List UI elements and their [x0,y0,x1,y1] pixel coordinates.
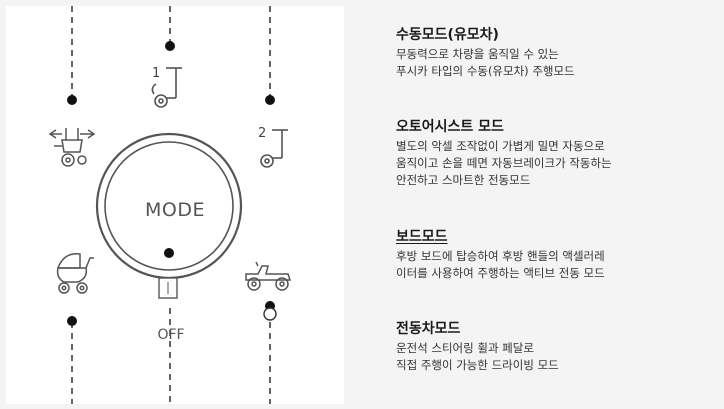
mode-title: 보드모드 [396,229,448,245]
mode-title: 수동모드(유모차) [396,27,499,43]
stroller-icon [56,253,94,294]
dashed-guide-lines [71,6,271,404]
auto-assist-icon [48,128,96,167]
open-circle-marker [263,307,277,321]
mode-desc-line: 이터를 사용하여 주행하는 액티브 전동 모드 [396,266,605,280]
ride-on-car-icon [245,261,292,291]
mode-desc-line: 무동력으로 차량을 움직일 수 있는 [396,47,559,61]
mode-label: MODE [145,199,205,221]
mode-desc-line: 운전석 스티어링 휠과 페달로 [396,341,534,355]
mode-dial-panel: 1 2 MODE OFF [6,6,344,404]
speed-2-label: 2 [258,126,267,141]
dot-auto-assist [67,95,77,105]
position-dots [67,41,275,326]
dot-stroller [67,316,77,326]
dot-speed-2 [265,95,275,105]
mode-desc-line: 별도의 악셀 조작없이 가볍게 밀면 자동으로 [396,139,605,153]
off-label: OFF [157,327,185,343]
mode-dial[interactable] [95,132,243,299]
mode-desc-line: 후방 보드에 탑승하여 후방 핸들의 액셀러레 [396,249,605,263]
mode-desc-line: 푸시카 타입의 수동(유모차) 주행모드 [396,64,575,78]
speed-1-label: 1 [152,66,161,81]
dot-speed-1 [165,41,175,51]
dial-pointer-dot [164,248,174,258]
mode-dial-diagram [48,6,292,404]
scooter-speed-1-icon [151,67,182,108]
mode-desc-line: 움직이고 손을 떼면 자동브레이크가 작동하는 [396,156,612,170]
scooter-speed-2-icon [260,129,288,168]
mode-desc-line: 안전하고 스마트한 전동모드 [396,173,531,187]
mode-desc-line: 직접 주행이 가능한 드라이빙 모드 [396,358,559,372]
mode-title: 전동차모드 [396,321,461,337]
mode-title: 오토어시스트 모드 [396,119,504,135]
